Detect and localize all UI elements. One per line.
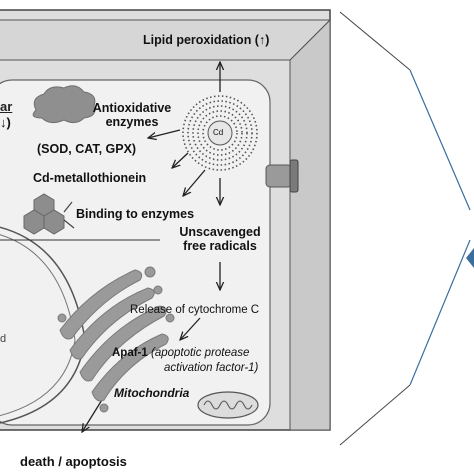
partial-d-label: d bbox=[0, 333, 7, 345]
hexagon-enzyme-icon bbox=[23, 193, 65, 235]
membrane-channel bbox=[265, 164, 293, 188]
apaf1-desc-1: (apoptotic protease bbox=[150, 347, 250, 359]
binding-to-enzymes-label: Binding to enzymes bbox=[76, 207, 195, 221]
right-panel-edge bbox=[466, 248, 474, 268]
release-cytochrome-label: Release of cytochrome C bbox=[130, 304, 260, 316]
apaf1-label: Apaf-1 (apoptotic protease bbox=[112, 347, 249, 360]
apaf1-bold: Apaf-1 bbox=[112, 347, 148, 359]
antioxidative-label: Antioxidative enzymes bbox=[92, 101, 172, 130]
cell-wall-top bbox=[0, 19, 332, 61]
partial-label-top: ar bbox=[0, 99, 13, 114]
cd-symbol-label: Cd bbox=[213, 128, 224, 137]
mitochondria-label: Mitochondria bbox=[114, 386, 190, 400]
golgi-icon bbox=[57, 266, 175, 413]
partial-label-mid: ↓) bbox=[0, 115, 11, 130]
unscavenged-label: Unscavenged free radicals bbox=[179, 225, 261, 254]
mitochondria-icon bbox=[197, 391, 259, 419]
cd-metallothionein-label: Cd-metallothionein bbox=[33, 171, 147, 185]
enzyme-cloud-icon bbox=[32, 85, 96, 124]
zoom-line bbox=[339, 11, 411, 71]
cadmium-atom-icon bbox=[182, 95, 258, 171]
cell-wall-side bbox=[289, 18, 331, 431]
apaf1-desc-2: activation factor-1) bbox=[164, 362, 259, 374]
enzymes-list-label: (SOD, CAT, GPX) bbox=[37, 142, 137, 156]
lipid-peroxidation-label: Lipid peroxidation (↑) bbox=[143, 33, 270, 47]
cell-death-label: death / apoptosis bbox=[20, 454, 127, 469]
